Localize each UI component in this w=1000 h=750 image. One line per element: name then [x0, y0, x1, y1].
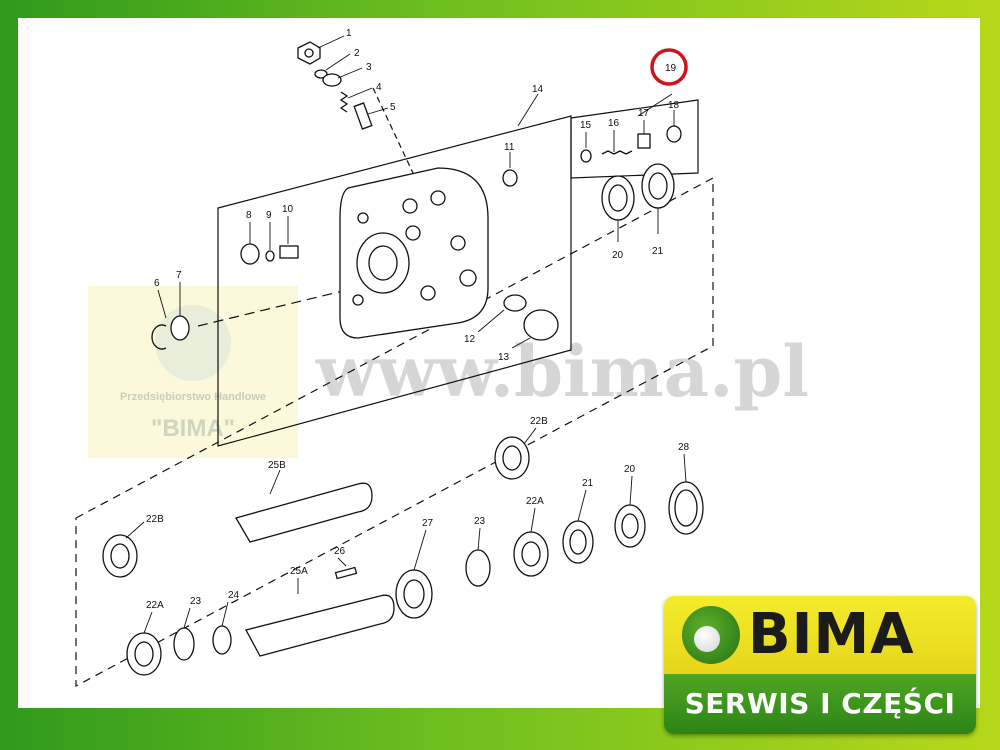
- badge-tagline: SERWIS I CZĘŚCI: [684, 687, 956, 720]
- callout-25a: 25A: [290, 566, 308, 577]
- callout-19: 19: [665, 63, 677, 74]
- callout-16: 16: [608, 118, 620, 129]
- callout-1: 1: [346, 28, 352, 39]
- callout-17: 17: [638, 108, 650, 119]
- callout-20-lower: 20: [624, 464, 636, 475]
- callout-22b-upper: 22B: [530, 416, 548, 427]
- callout-10: 10: [282, 204, 294, 215]
- housing-frame: [217, 115, 572, 447]
- shaft-frame: [75, 176, 714, 688]
- callout-23-lower: 23: [190, 596, 202, 607]
- callout-5: 5: [390, 102, 396, 113]
- pump-housing: [339, 167, 489, 339]
- callout-7: 7: [176, 270, 182, 281]
- callout-28: 28: [678, 442, 690, 453]
- watermark-logo-circle: [155, 305, 231, 381]
- callout-21-upper: 21: [652, 246, 664, 257]
- watermark-company-line: Przedsiębiorstwo Handlowe: [120, 391, 266, 403]
- callout-6: 6: [154, 278, 160, 289]
- watermark-url: www.bima.pl: [315, 330, 809, 413]
- callout-4: 4: [376, 82, 382, 93]
- callout-8: 8: [246, 210, 252, 221]
- diagram-panel: Przedsiębiorstwo Handlowe "BIMA" www.bim…: [18, 18, 980, 708]
- callout-22b-lower: 22B: [146, 514, 164, 525]
- logo-ball-icon: [694, 626, 720, 652]
- callout-12: 12: [464, 334, 476, 345]
- callout-27: 27: [422, 518, 434, 529]
- callout-20-upper: 20: [612, 250, 624, 261]
- badge-bottom-band: SERWIS I CZĘŚCI: [664, 674, 976, 734]
- callout-21-lower: 21: [582, 478, 594, 489]
- callout-14: 14: [532, 84, 544, 95]
- part-25a-shaft: [245, 594, 395, 657]
- brand-badge: BIMA SERWIS I CZĘŚCI: [664, 596, 976, 734]
- callout-25b: 25B: [268, 460, 286, 471]
- callout-18: 18: [668, 100, 680, 111]
- part-25b-shaft: [235, 482, 373, 543]
- callout-13: 13: [498, 352, 510, 363]
- badge-brand-text: BIMA: [748, 602, 915, 667]
- exploded-parts-diagram: Przedsiębiorstwo Handlowe "BIMA" www.bim…: [75, 28, 809, 688]
- callout-22a-upper: 22A: [526, 496, 544, 507]
- callout-3: 3: [366, 62, 372, 73]
- callout-24: 24: [228, 590, 240, 601]
- callout-23-upper: 23: [474, 516, 486, 527]
- callout-11: 11: [504, 142, 515, 153]
- badge-top-band: BIMA: [664, 596, 976, 674]
- callout-2: 2: [354, 48, 360, 59]
- callout-26: 26: [334, 546, 346, 557]
- callout-22a-lower: 22A: [146, 600, 164, 611]
- watermark-company-name: "BIMA": [151, 415, 235, 442]
- highlight-circle: [650, 48, 688, 86]
- parts-group: [102, 41, 704, 676]
- callout-15: 15: [580, 120, 592, 131]
- kit-frame: [570, 99, 699, 179]
- callout-9: 9: [266, 210, 272, 221]
